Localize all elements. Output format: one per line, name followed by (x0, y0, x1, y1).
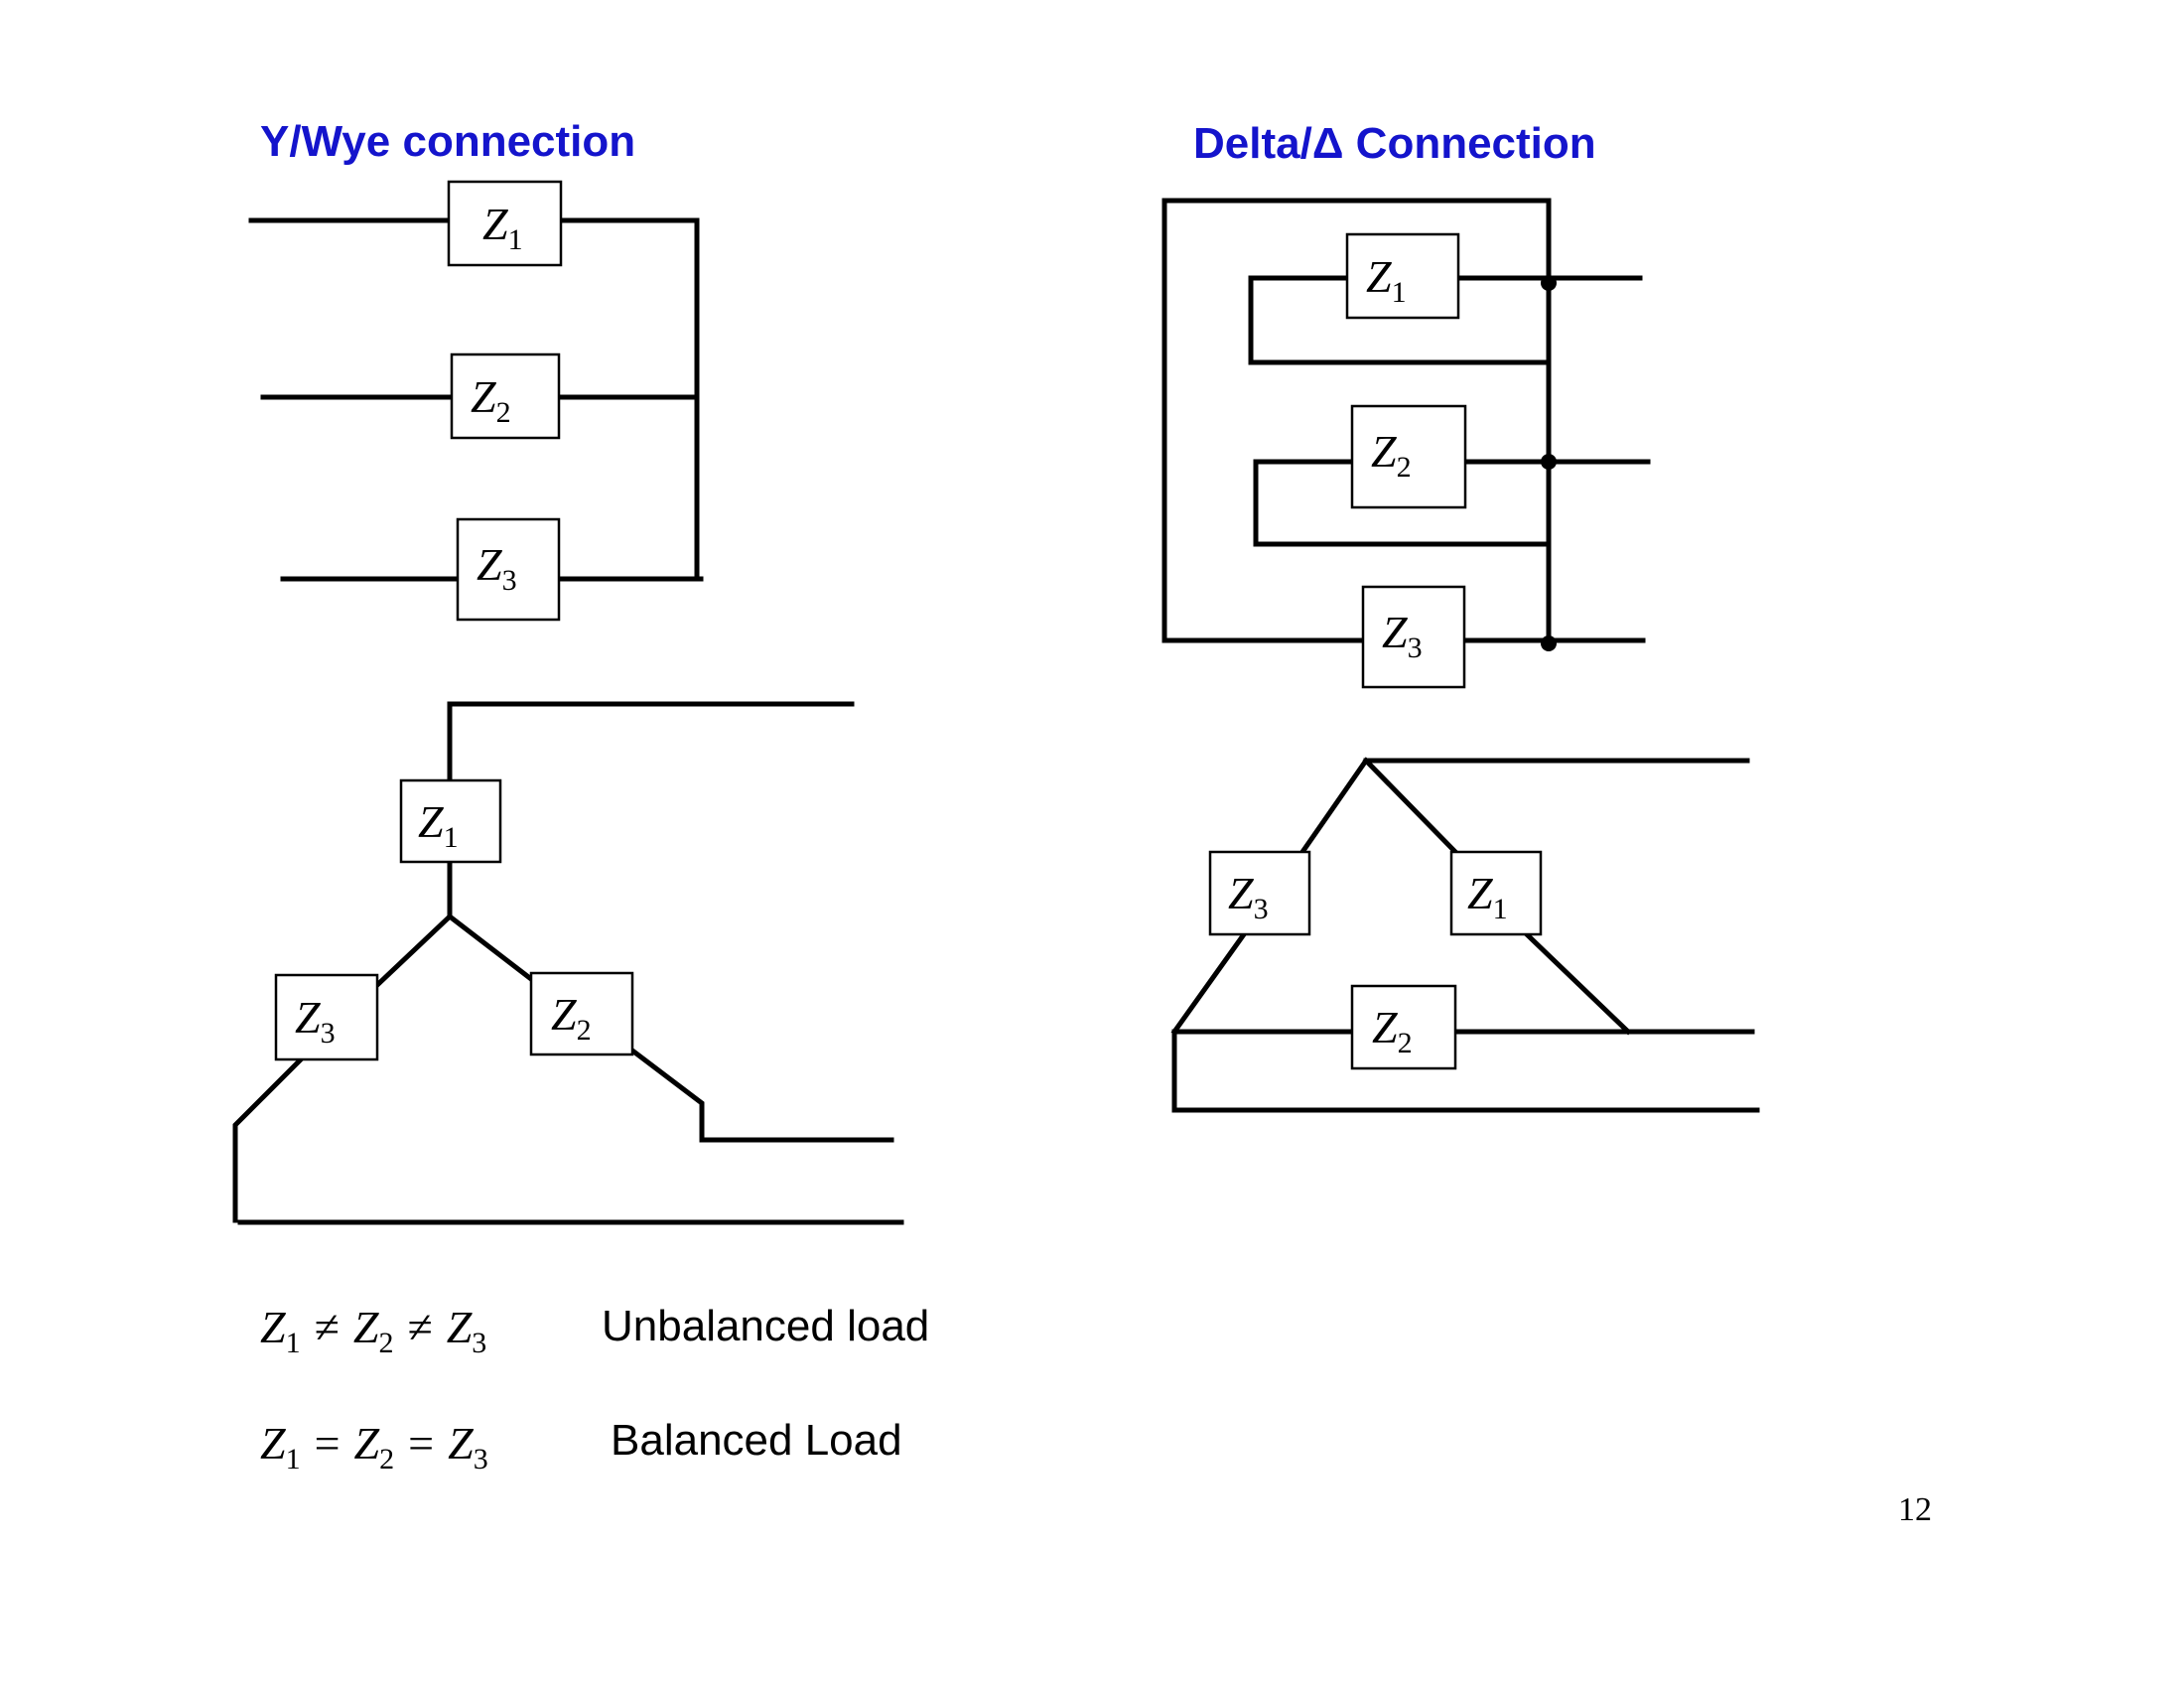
svg-text:Z2: Z2 (471, 371, 511, 429)
svg-text:Z2: Z2 (1372, 1002, 1413, 1059)
svg-text:Z2: Z2 (551, 989, 592, 1047)
condition-balanced: Z1=Z2=Z3 Balanced Load (260, 1416, 902, 1476)
wye-star-wires (232, 701, 904, 1225)
delta-triangle-z1: Z1 (1449, 850, 1543, 936)
delta-schematic: Z1 Z2 Z3 (1161, 198, 1651, 689)
balanced-label: Balanced Load (611, 1416, 902, 1465)
wye-schematic-z2: Z2 (450, 352, 561, 440)
condition-unbalanced: Z1≠Z2≠Z3 Unbalanced load (260, 1302, 929, 1359)
balanced-equation: Z1=Z2=Z3 (260, 1418, 488, 1476)
svg-text:Z1: Z1 (482, 199, 523, 256)
wye-star-z2: Z2 (529, 971, 634, 1056)
wye-schematic-z1: Z1 (447, 180, 563, 267)
delta-triangle-wires (1170, 757, 1760, 1113)
svg-text:Z1: Z1 (418, 796, 459, 854)
unbalanced-label: Unbalanced load (602, 1302, 929, 1350)
delta-triangle-z3: Z3 (1208, 850, 1311, 936)
delta-schematic-z1: Z1 (1345, 232, 1460, 320)
delta-schematic-z2: Z2 (1350, 404, 1467, 509)
svg-text:Z2: Z2 (1371, 426, 1412, 484)
svg-text:Z1: Z1 (1467, 868, 1508, 925)
delta-schematic-wires (1161, 198, 1651, 643)
svg-text:Z3: Z3 (1228, 868, 1269, 925)
delta-junction-dots (1541, 275, 1557, 651)
svg-text:Z3: Z3 (477, 539, 517, 597)
wye-title: Y/Wye connection (260, 117, 635, 166)
wye-schematic-wires (248, 217, 704, 582)
wye-star: Z1 Z2 Z3 (232, 701, 904, 1225)
svg-text:Z1: Z1 (1366, 251, 1407, 309)
delta-title: Delta/Δ Connection (1193, 119, 1596, 168)
delta-triangle-z2: Z2 (1350, 984, 1457, 1070)
delta-triangle: Z1 Z2 Z3 (1170, 757, 1760, 1113)
wye-schematic: Z1 Z2 Z3 (248, 180, 704, 622)
svg-text:Z3: Z3 (1382, 607, 1423, 664)
page-number: 12 (1898, 1491, 1932, 1528)
svg-text:Z3: Z3 (295, 992, 336, 1050)
delta-schematic-z3: Z3 (1361, 585, 1466, 689)
wye-star-z1: Z1 (399, 778, 502, 864)
wye-schematic-z3: Z3 (456, 517, 561, 622)
unbalanced-equation: Z1≠Z2≠Z3 (260, 1302, 486, 1359)
wye-star-z3: Z3 (274, 973, 379, 1061)
